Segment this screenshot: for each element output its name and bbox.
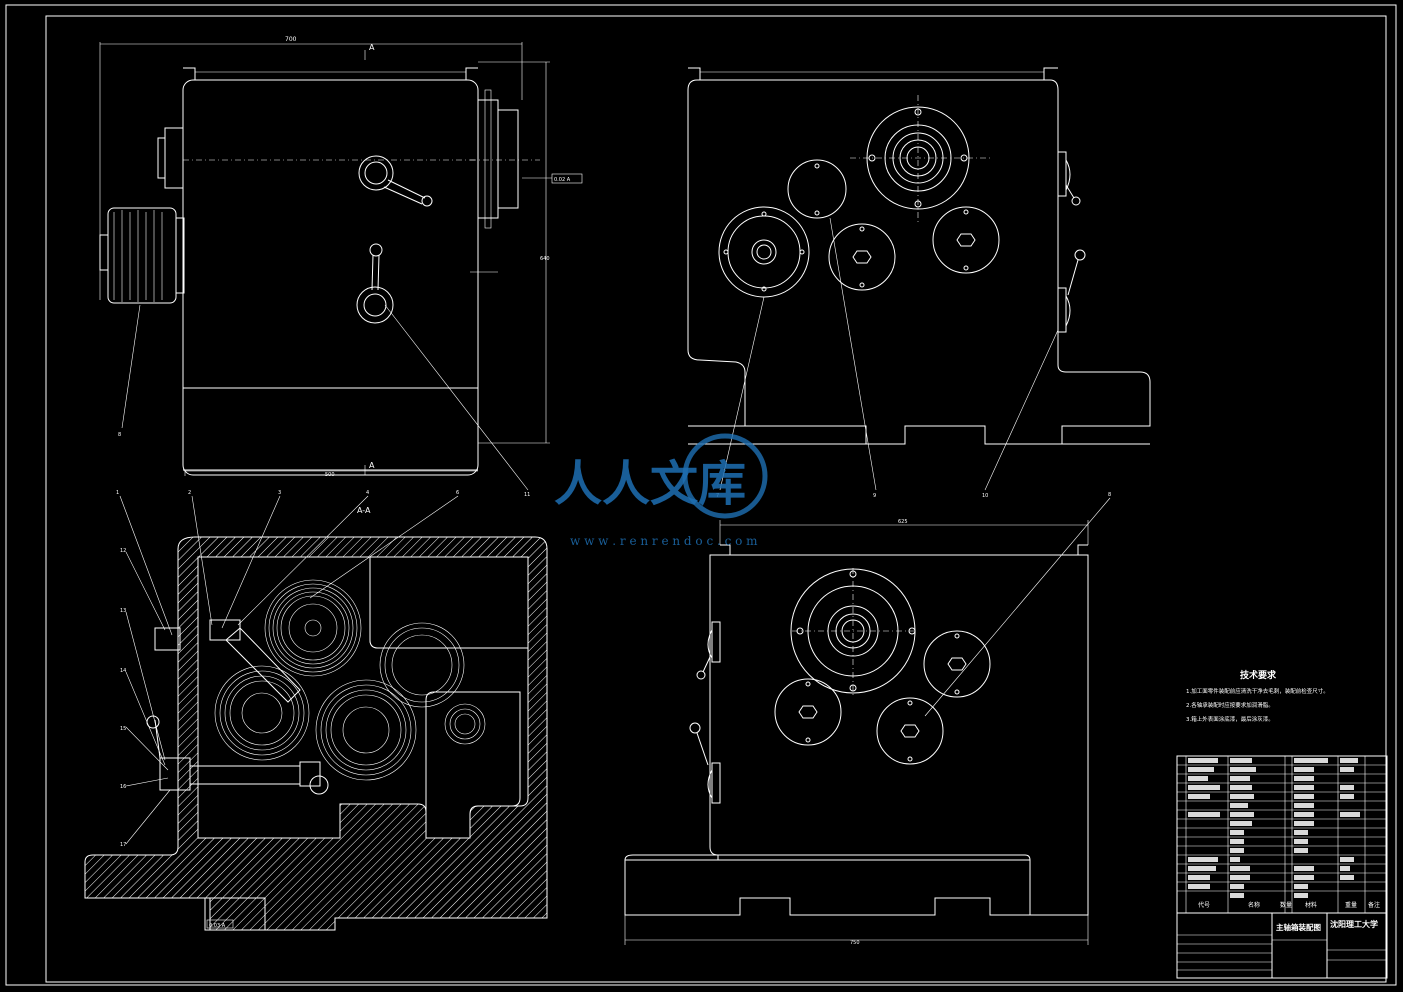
balloon-2: 2 — [188, 490, 191, 496]
outer-frame — [5, 4, 1397, 986]
dim-top-bottom: 500 — [325, 472, 335, 478]
school-name: 沈阳理工大学 — [1330, 919, 1378, 929]
watermark-ring — [682, 433, 768, 519]
balloon-8-bottom: 8 — [1108, 492, 1111, 498]
balloon-3: 3 — [278, 490, 281, 496]
dim-top-width: 700 — [285, 36, 297, 43]
bottom-right-view — [624, 497, 1111, 945]
watermark-text: 人人文库 — [554, 456, 746, 512]
balloon-12: 12 — [120, 548, 126, 554]
dim-right-height: 640 — [540, 256, 550, 262]
balloon-15: 15 — [120, 726, 126, 732]
dim-lower-right-bottom: 750 — [850, 940, 860, 946]
balloon-4: 4 — [366, 490, 369, 496]
balloon-10: 10 — [982, 493, 988, 499]
balloon-9-top: 9 — [873, 493, 876, 499]
tech-title: 技术要求 — [1240, 669, 1277, 681]
col-name: 名称 — [1248, 901, 1260, 909]
col-code: 代号 — [1198, 901, 1210, 909]
section-title: A-A — [357, 506, 371, 515]
top-left-view — [99, 42, 583, 491]
section-view — [84, 495, 548, 931]
balloon-16: 16 — [120, 784, 126, 790]
col-note: 备注 — [1368, 901, 1380, 909]
tech-line2: 2.各轴承装配时应按要求加润滑脂。 — [1186, 701, 1274, 709]
dim-lower-right-width: 625 — [898, 519, 908, 525]
balloon-13: 13 — [120, 608, 126, 614]
balloon-7-top: 7 — [716, 493, 719, 499]
tech-line3: 3.箱上外表面涂底漆，最后涂灰漆。 — [1186, 715, 1274, 723]
watermark — [682, 433, 768, 519]
drawing-name: 主轴箱装配图 — [1276, 922, 1321, 932]
col-mat: 材料 — [1305, 901, 1317, 909]
balloon-17: 17 — [120, 842, 126, 848]
col-qty: 数量 — [1280, 901, 1292, 909]
tol-right: 0.02 A — [554, 177, 571, 183]
sec-marker-top: A — [369, 43, 375, 52]
balloon-11: 11 — [524, 492, 530, 498]
parts-list — [1176, 755, 1388, 979]
tech-line1: 1.加工面零件装配前应清洗干净去毛刺，装配前检查尺寸。 — [1186, 687, 1329, 695]
balloon-6: 6 — [456, 490, 459, 496]
balloon-1: 1 — [116, 490, 119, 496]
balloon-14: 14 — [120, 668, 126, 674]
inner-frame — [45, 15, 1387, 983]
watermark-url: w w w . r e n r e n d o c . c o m — [570, 534, 758, 548]
col-weight: 重量 — [1345, 901, 1357, 909]
top-right-view — [687, 67, 1151, 491]
tol-bottom: 0.03 A — [209, 923, 226, 929]
balloon-8-top: 8 — [118, 432, 121, 438]
sec-marker-bottom: A — [369, 461, 375, 470]
